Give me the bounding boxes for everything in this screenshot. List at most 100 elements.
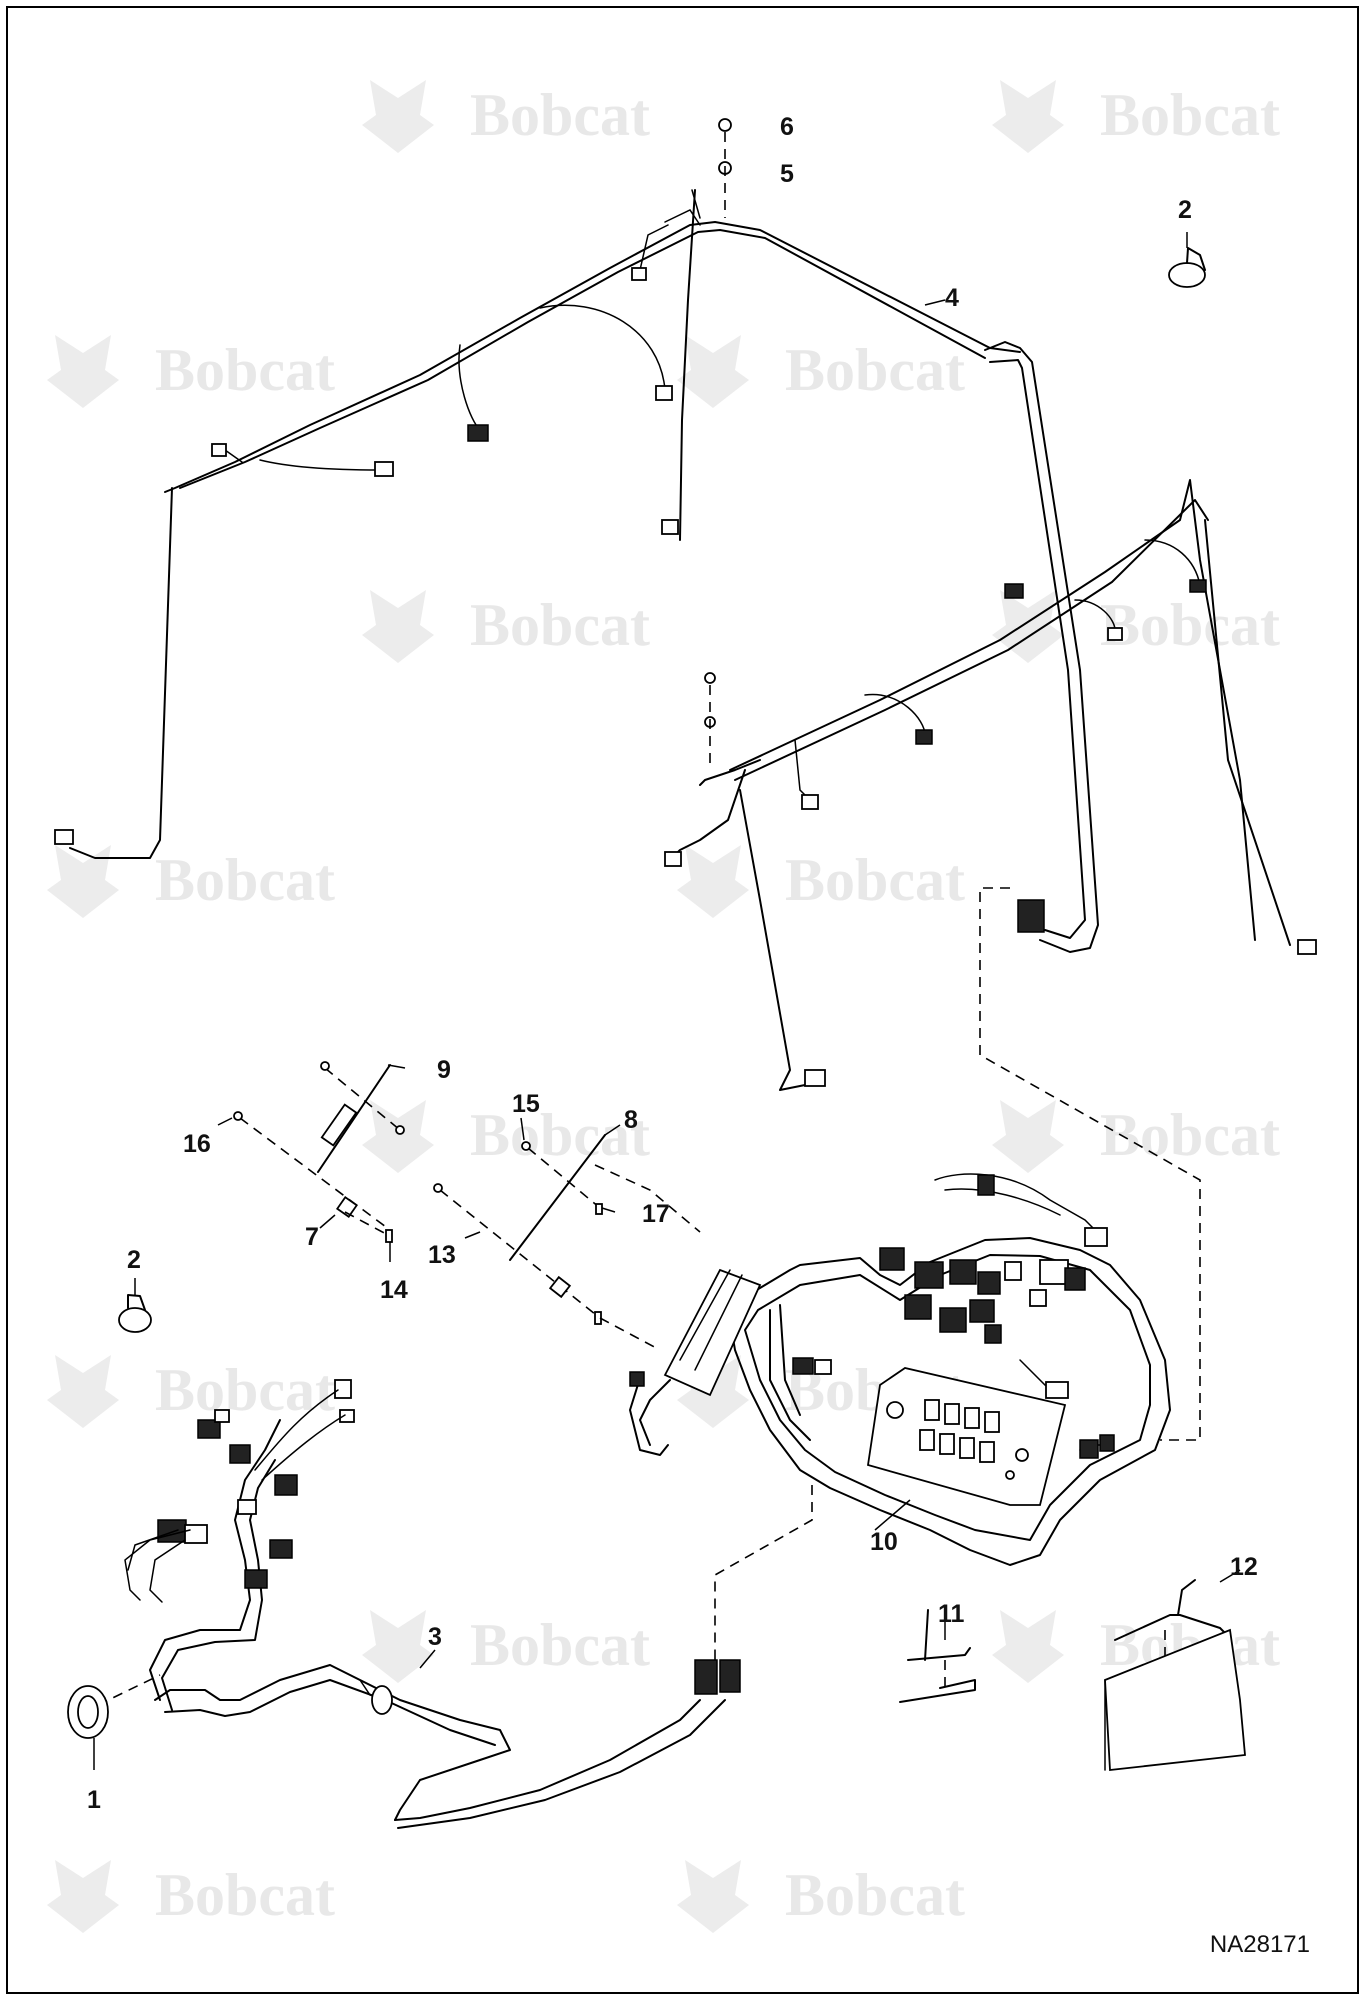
watermark: Bobcat xyxy=(47,845,335,918)
watermark-text: Bobcat xyxy=(1100,592,1280,658)
callout-4: 4 xyxy=(945,284,959,312)
switch-panel xyxy=(866,1367,1067,1506)
bracket-11 xyxy=(899,1609,976,1703)
watermark: Bobcat xyxy=(362,1100,650,1173)
bobcat-logo-icon xyxy=(992,80,1064,153)
console-harness xyxy=(124,1379,741,1829)
watermark-text: Bobcat xyxy=(470,82,650,148)
clamp-2-left xyxy=(118,1278,152,1333)
diagram-border xyxy=(6,6,1359,1994)
bobcat-logo-icon xyxy=(992,1100,1064,1173)
callout-3: 3 xyxy=(428,1623,442,1651)
watermark-text: Bobcat xyxy=(785,847,965,913)
callout-15: 15 xyxy=(512,1090,540,1118)
connector-icon xyxy=(211,443,227,457)
watermark-text: Bobcat xyxy=(785,1862,965,1928)
callout-2: 2 xyxy=(1178,196,1192,224)
connector-icon xyxy=(1189,579,1207,593)
connector-icon xyxy=(54,829,74,845)
callout-1: 1 xyxy=(87,1786,101,1814)
callout-labels: 1 2 2 3 4 5 6 7 8 9 10 11 12 13 14 15 16… xyxy=(87,113,1258,1814)
connector-icon xyxy=(374,461,394,477)
watermark-text: Bobcat xyxy=(470,592,650,658)
watermark-text: Bobcat xyxy=(155,1862,335,1928)
callout-16: 16 xyxy=(183,1130,211,1158)
bobcat-logo-icon xyxy=(362,1100,434,1173)
nut-icon xyxy=(704,672,716,684)
bobcat-logo-icon xyxy=(47,1860,119,1933)
watermark: Bobcat xyxy=(47,1860,335,1933)
watermark: Bobcat xyxy=(992,80,1280,153)
callout-5: 5 xyxy=(780,160,794,188)
connector-icon xyxy=(661,519,679,535)
console-connector-cluster xyxy=(157,1379,355,1589)
callout-13: 13 xyxy=(428,1241,456,1269)
clamp-2-top xyxy=(1168,232,1206,288)
watermark-text: Bobcat xyxy=(155,847,335,913)
bobcat-logo-icon xyxy=(992,590,1064,663)
bobcat-logo-icon xyxy=(677,335,749,408)
watermark-text: Bobcat xyxy=(1100,1102,1280,1168)
connector-icon xyxy=(694,1659,718,1695)
bobcat-logo-icon xyxy=(362,590,434,663)
connector-icon xyxy=(629,1371,645,1387)
connector-icon xyxy=(1045,1381,1069,1399)
connector-icon xyxy=(467,424,489,442)
cab-harness xyxy=(54,118,1317,1091)
callout-10: 10 xyxy=(870,1528,898,1556)
connector-icon xyxy=(1017,899,1045,933)
washer-icon xyxy=(595,1203,603,1215)
callout-9: 9 xyxy=(437,1056,451,1084)
connector-icon xyxy=(664,851,682,867)
watermark-text: Bobcat xyxy=(155,337,335,403)
bobcat-logo-icon xyxy=(362,80,434,153)
watermark: Bobcat xyxy=(677,1860,965,1933)
callout-12: 12 xyxy=(1230,1553,1258,1581)
watermark-text: Bobcat xyxy=(470,1102,650,1168)
connector-icon xyxy=(1084,1227,1108,1247)
connector-icon xyxy=(814,1359,832,1375)
figure-id: NA28171 xyxy=(1210,1931,1310,1958)
callout-14: 14 xyxy=(380,1276,408,1304)
connector-icon xyxy=(719,1659,741,1693)
callout-6: 6 xyxy=(780,113,794,141)
bobcat-logo-icon xyxy=(992,1610,1064,1683)
connector-icon xyxy=(631,267,647,281)
connector-icon xyxy=(1004,583,1024,599)
callout-2b: 2 xyxy=(127,1246,141,1274)
watermark: Bobcat xyxy=(992,590,1280,663)
callout-8: 8 xyxy=(624,1106,638,1134)
main-frame-harness xyxy=(629,1173,1171,1566)
nut-icon xyxy=(718,118,732,132)
callout-17: 17 xyxy=(642,1200,670,1228)
connector-icon xyxy=(1297,939,1317,955)
watermark: Bobcat xyxy=(362,590,650,663)
connector-icon xyxy=(801,794,819,810)
grommet-1 xyxy=(67,1685,109,1770)
nut-icon xyxy=(548,1275,572,1299)
watermark-text: Bobcat xyxy=(1100,82,1280,148)
connector-icon xyxy=(655,385,673,401)
washer-icon xyxy=(385,1229,393,1243)
watermark: Bobcat xyxy=(362,1610,650,1683)
hardware-group xyxy=(217,1061,661,1351)
bracket-12 xyxy=(1104,1569,1246,1771)
watermark: Bobcat xyxy=(677,335,965,408)
connection-dash-lines xyxy=(97,887,1201,1706)
bobcat-logo-icon xyxy=(677,1860,749,1933)
bobcat-logo-icon xyxy=(47,1355,119,1428)
watermark: Bobcat xyxy=(47,1355,335,1428)
connector-icon xyxy=(977,1174,995,1196)
watermark: Bobcat xyxy=(992,1100,1280,1173)
connector-icon xyxy=(1099,1434,1115,1452)
watermark: Bobcat xyxy=(362,80,650,153)
connector-icon xyxy=(915,729,933,745)
bobcat-logo-icon xyxy=(47,335,119,408)
nut-icon xyxy=(335,1195,359,1219)
connector-icon xyxy=(1079,1439,1099,1459)
watermark-text: Bobcat xyxy=(155,1357,335,1423)
connector-icon xyxy=(371,1685,393,1715)
watermark: Bobcat xyxy=(677,845,965,918)
